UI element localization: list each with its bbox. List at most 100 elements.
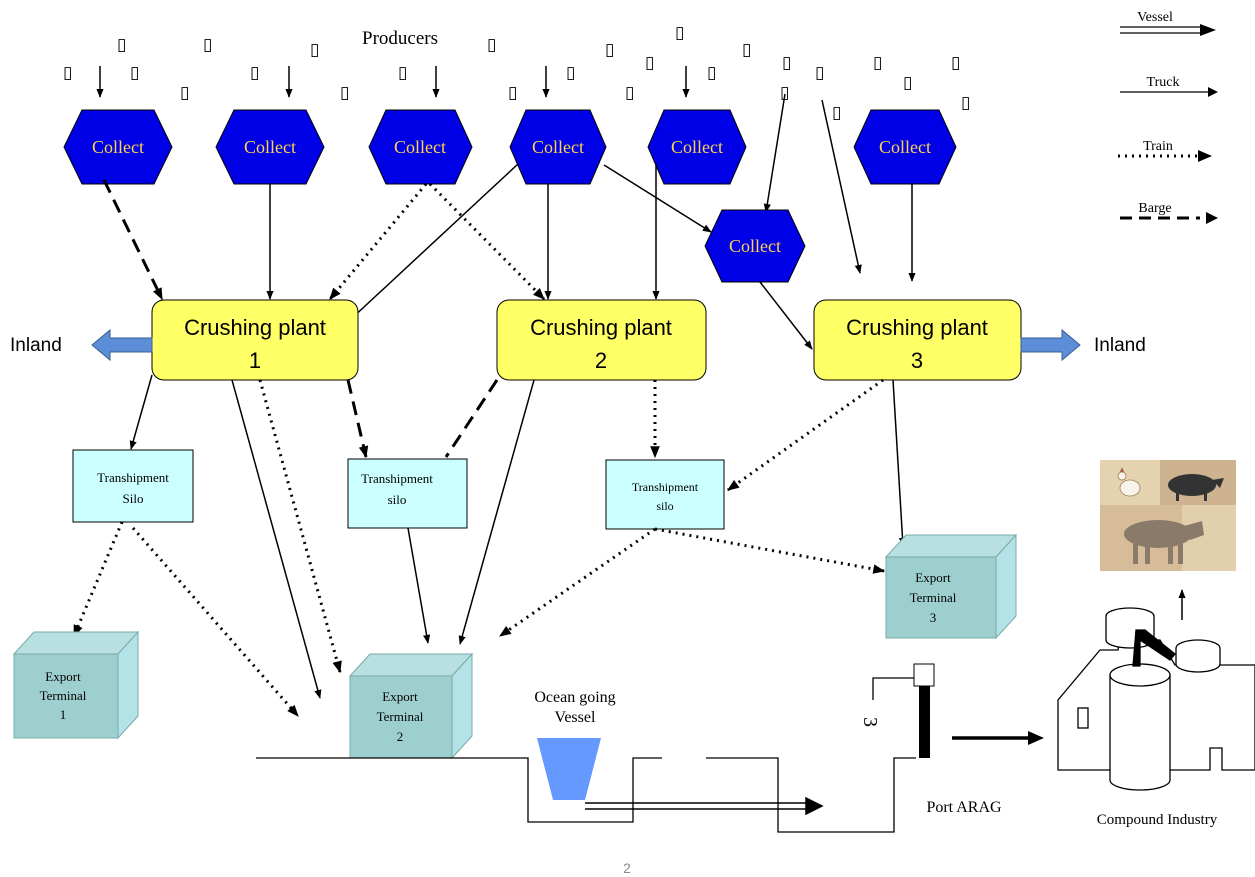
train-link (72, 521, 124, 638)
train-link (131, 527, 300, 717)
producer-icon: ▯ (625, 83, 634, 103)
svg-text:Export: Export (382, 689, 418, 704)
producer-icon: ▯ (780, 83, 789, 103)
svg-text:silo: silo (656, 499, 673, 513)
inland-left: Inland (10, 328, 153, 362)
inland-label-right: Inland (1094, 335, 1146, 356)
crushing-plants: Crushing plant 1 Crushing plant 2 Crushi… (151, 299, 1022, 381)
producer-icon: ▯ (398, 63, 407, 83)
svg-text:Export: Export (915, 570, 951, 585)
producer-icons: ▯ ▯ ▯ ▯ ▯ ▯ ▯ ▯ ▯ ▯ ▯ ▯ ▯ ▯ ▯ ▯ ▯ ▯ ▯ ▯ … (63, 23, 970, 123)
producer-icon: ▯ (566, 63, 575, 83)
producer-icon: ▯ (250, 63, 259, 83)
svg-text:1: 1 (60, 707, 67, 722)
inland-label-left: Inland (10, 335, 62, 356)
train-link (499, 527, 656, 638)
svg-text:Barge: Barge (1138, 201, 1171, 216)
barge-link (102, 179, 164, 301)
export-terminal-1: Export Terminal 1 (12, 630, 140, 740)
svg-text:Crushing plant: Crushing plant (846, 315, 988, 340)
svg-text:Vessel: Vessel (1137, 10, 1173, 25)
train-link (727, 378, 884, 492)
svg-text:Collect: Collect (532, 137, 584, 157)
collect-node-7: Collect (704, 209, 806, 283)
collect-node-2: Collect (215, 109, 325, 185)
producer-arrows (96, 66, 862, 274)
truck-link (892, 379, 907, 547)
svg-text:Collect: Collect (92, 137, 144, 157)
collect-to-plant-links (102, 163, 916, 350)
svg-text:Crushing plant: Crushing plant (184, 315, 326, 340)
svg-text:Vessel: Vessel (555, 709, 596, 726)
producer-icon: ▯ (815, 63, 824, 83)
producer-icon: ▯ (605, 40, 614, 60)
barge-link (444, 379, 499, 458)
producer-icon: ▯ (832, 103, 841, 123)
svg-text:silo: silo (388, 492, 407, 507)
producer-icon: ▯ (951, 53, 960, 73)
transhipment-silo-1: Transhipment Silo (72, 449, 194, 523)
compound-industry (1057, 607, 1255, 791)
legend-truck: Truck (1120, 75, 1218, 97)
legend: Vessel Truck Train Barge (1118, 10, 1218, 224)
truck-link (603, 164, 712, 233)
crane-hook-label: 3 (859, 717, 881, 727)
svg-text:Terminal: Terminal (377, 709, 424, 724)
legend-vessel: Vessel (1120, 10, 1216, 36)
svg-text:Train: Train (1143, 139, 1173, 154)
crushing-plant-1: Crushing plant 1 (151, 299, 359, 381)
transhipment-silo-2: Transhipment silo (347, 458, 468, 529)
producer-icon: ▯ (675, 23, 684, 43)
svg-text:Terminal: Terminal (910, 590, 957, 605)
crushing-plant-3: Crushing plant 3 (813, 299, 1022, 381)
svg-text:3: 3 (911, 348, 923, 373)
page-number: 2 (623, 860, 631, 876)
collect-nodes: Collect Collect Collect Collect Collect … (63, 109, 957, 283)
train-link (328, 183, 428, 300)
svg-text:2: 2 (397, 729, 404, 744)
ocean-waterline (256, 757, 916, 833)
svg-text:Truck: Truck (1147, 75, 1180, 90)
export-terminal-2: Export Terminal 2 (348, 652, 474, 760)
truck-link (759, 281, 813, 350)
collect-node-5: Collect (647, 109, 747, 185)
svg-text:Collect: Collect (394, 137, 446, 157)
plant-outflow-links (129, 374, 907, 699)
collect-node-3: Collect (368, 109, 473, 185)
transhipment-silo-3: Transhipment silo (605, 459, 725, 530)
producer-icon: ▯ (180, 83, 189, 103)
train-link (258, 379, 342, 674)
svg-text:Export: Export (45, 669, 81, 684)
svg-text:Collect: Collect (671, 137, 723, 157)
train-link (654, 527, 886, 574)
svg-text:Crushing plant: Crushing plant (530, 315, 672, 340)
collect-node-6: Collect (853, 109, 957, 185)
port-label: Port ARAG (926, 799, 1002, 816)
port-crane: 3 Port ARAG (859, 663, 1002, 816)
svg-text:3: 3 (930, 610, 937, 625)
producer-icon: ▯ (742, 40, 751, 60)
svg-text:Collect: Collect (879, 137, 931, 157)
producer-icon: ▯ (310, 40, 319, 60)
svg-text:Collect: Collect (729, 236, 781, 256)
producer-icon: ▯ (63, 63, 72, 83)
export-terminals: Export Terminal 1 Export Terminal 2 Expo… (12, 533, 1018, 760)
collect-node-1: Collect (63, 109, 173, 185)
legend-barge: Barge (1120, 201, 1218, 224)
producers-label: Producers (362, 28, 438, 49)
truck-link (231, 379, 322, 699)
vessel-route (585, 796, 824, 816)
svg-text:Silo: Silo (123, 491, 144, 506)
truck-link (458, 379, 535, 645)
truck-link (129, 374, 153, 450)
producer-icon: ▯ (117, 35, 126, 55)
svg-text:2: 2 (595, 348, 607, 373)
svg-text:Collect: Collect (244, 137, 296, 157)
silo-outflow-links (72, 521, 886, 717)
svg-text:Transhipment: Transhipment (632, 480, 699, 494)
producer-icon: ▯ (782, 53, 791, 73)
chicken-icon (1117, 467, 1141, 497)
svg-text:Terminal: Terminal (40, 688, 87, 703)
collect-node-4: Collect (509, 109, 607, 185)
